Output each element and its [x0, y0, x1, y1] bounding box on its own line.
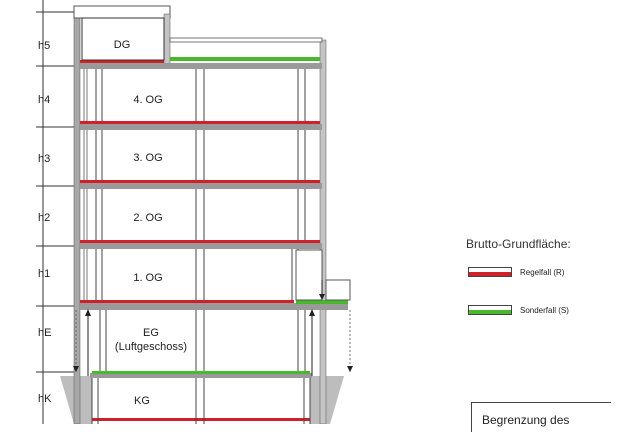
regelfall-lines	[80, 60, 320, 421]
floor-label-dg: DG	[114, 39, 131, 51]
level-label-hK: hK	[38, 393, 52, 405]
floor-label-3og: 3. OG	[133, 152, 162, 164]
roof-top	[73, 5, 171, 19]
floor-label-1og: 1. OG	[133, 272, 162, 284]
sonderfall-lines	[92, 57, 348, 374]
level-ticks	[36, 11, 78, 373]
level-label-h3: h3	[38, 153, 51, 165]
level-label-h1: h1	[38, 268, 51, 280]
legend-label-sonderfall: Sonderfall (S)	[520, 305, 569, 315]
floor-label-eg-sub: (Luftgeschoss)	[115, 341, 187, 353]
level-label-hE: hE	[38, 327, 52, 339]
floor-label-2og: 2. OG	[133, 212, 162, 224]
floor-slabs	[80, 63, 348, 378]
dg-room	[81, 17, 165, 61]
sonderfall-swatch	[468, 305, 512, 315]
legend-item-regelfall: Regelfall (R)	[468, 264, 564, 280]
level-label-h2: h2	[38, 212, 51, 224]
legend-label-regelfall: Regelfall (R)	[520, 267, 565, 277]
annex-box	[295, 249, 323, 301]
level-label-h4: h4	[38, 94, 51, 106]
ground-right	[310, 376, 344, 424]
partitions	[91, 69, 311, 424]
floor-label-kg: KG	[134, 395, 150, 407]
right-wall	[319, 39, 327, 424]
balcony-parapet	[325, 279, 351, 301]
regelfall-swatch	[468, 267, 512, 277]
legend-item-sonderfall: Sonderfall (S)	[468, 302, 569, 318]
left-outer-wall	[73, 5, 81, 424]
boundary-label: Begrenzung des	[471, 402, 611, 432]
terrace-parapet	[169, 37, 323, 43]
floor-label-4og: 4. OG	[133, 94, 162, 106]
legend-title: Brutto-Grundfläche:	[466, 237, 571, 251]
floor-label-eg: EG	[143, 327, 159, 339]
dg-right-wall	[163, 13, 171, 65]
level-label-h5: h5	[38, 40, 51, 52]
